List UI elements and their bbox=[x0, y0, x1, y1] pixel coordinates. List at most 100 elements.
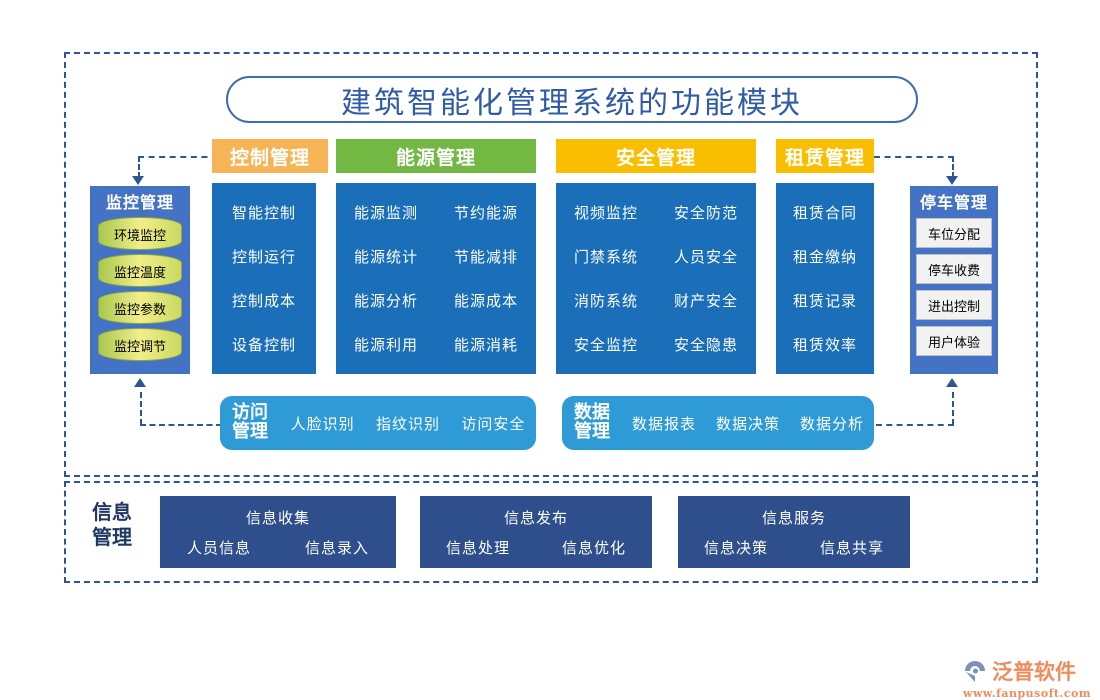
data-item[interactable]: 数据分析 bbox=[799, 414, 864, 433]
column-cell[interactable]: 能源监测 bbox=[353, 204, 418, 223]
column-cell[interactable]: 安全监控 bbox=[573, 335, 638, 354]
column-cell[interactable]: 消防系统 bbox=[573, 291, 638, 310]
info-box-head: 信息服务 bbox=[761, 508, 826, 527]
connector-data-to-parking-h bbox=[876, 424, 954, 426]
arrow-up-monitor bbox=[134, 378, 146, 387]
column-cell[interactable]: 租金缴纳 bbox=[792, 248, 857, 267]
access-management-items: 人脸识别 指纹识别 访问安全 bbox=[280, 413, 536, 434]
arrow-down-monitor bbox=[132, 176, 144, 185]
column-header-control[interactable]: 控制管理 bbox=[212, 139, 328, 173]
column-header-label: 租赁管理 bbox=[784, 146, 865, 169]
info-box-collection[interactable]: 信息收集 人员信息 信息录入 bbox=[160, 496, 396, 568]
column-row: 租赁效率 bbox=[776, 322, 874, 366]
column-row: 消防系统 财产安全 bbox=[556, 279, 756, 323]
connector-lease-to-parking-v bbox=[952, 156, 954, 178]
column-cell[interactable]: 智能控制 bbox=[231, 204, 296, 223]
column-row: 设备控制 bbox=[212, 322, 316, 366]
data-item[interactable]: 数据决策 bbox=[715, 414, 780, 433]
column-cell[interactable]: 视频监控 bbox=[573, 204, 638, 223]
cylinder-item[interactable]: 监控参数 bbox=[98, 291, 182, 324]
column-row: 租赁记录 bbox=[776, 279, 874, 323]
column-cell[interactable]: 控制成本 bbox=[231, 291, 296, 310]
column-header-lease[interactable]: 租赁管理 bbox=[776, 139, 874, 173]
info-sub-item[interactable]: 人员信息 bbox=[186, 538, 251, 557]
swoosh-icon bbox=[962, 658, 988, 684]
column-body-lease: 租赁合同 租金缴纳 租赁记录 租赁效率 bbox=[776, 183, 874, 374]
column-cell[interactable]: 控制运行 bbox=[231, 248, 296, 267]
column-cell[interactable]: 财产安全 bbox=[673, 291, 738, 310]
logo-row: 泛普软件 bbox=[962, 656, 1092, 686]
column-cell[interactable]: 租赁效率 bbox=[792, 335, 857, 354]
column-row: 租赁合同 bbox=[776, 191, 874, 235]
main-dashed-frame bbox=[64, 52, 1038, 477]
column-cell[interactable]: 安全隐患 bbox=[673, 335, 738, 354]
column-header-security[interactable]: 安全管理 bbox=[556, 139, 756, 173]
data-management-box[interactable]: 数据 管理 数据报表 数据决策 数据分析 bbox=[562, 396, 874, 450]
access-item[interactable]: 指纹识别 bbox=[375, 414, 440, 433]
info-sub-item[interactable]: 信息优化 bbox=[561, 538, 626, 557]
monitor-management-panel[interactable]: 监控管理 环境监控 监控温度 监控参数 监控调节 bbox=[90, 186, 190, 374]
page-title: 建筑智能化管理系统的功能模块 bbox=[341, 85, 803, 121]
logo-name: 泛普软件 bbox=[992, 659, 1076, 684]
info-sub-item[interactable]: 信息共享 bbox=[819, 538, 884, 557]
column-header-label: 安全管理 bbox=[615, 146, 696, 169]
column-body-security: 视频监控 安全防范 门禁系统 人员安全 消防系统 财产安全 安全监控 安全隐患 bbox=[556, 183, 756, 374]
column-cell[interactable]: 安全防范 bbox=[673, 204, 738, 223]
column-cell[interactable]: 租赁记录 bbox=[792, 291, 857, 310]
connector-lease-to-parking-h bbox=[874, 156, 954, 158]
column-cell[interactable]: 能源分析 bbox=[353, 291, 418, 310]
info-dashed-frame bbox=[64, 481, 1038, 583]
parking-management-panel[interactable]: 停车管理 车位分配 停车收费 进出控制 用户体验 bbox=[910, 186, 998, 374]
column-cell[interactable]: 节能减排 bbox=[453, 248, 518, 267]
column-cell[interactable]: 设备控制 bbox=[231, 335, 296, 354]
column-cell[interactable]: 人员安全 bbox=[673, 248, 738, 267]
column-cell[interactable]: 门禁系统 bbox=[573, 248, 638, 267]
column-cell[interactable]: 能源消耗 bbox=[453, 335, 518, 354]
parking-item[interactable]: 进出控制 bbox=[916, 290, 992, 320]
access-item[interactable]: 人脸识别 bbox=[290, 414, 355, 433]
column-cell[interactable]: 能源成本 bbox=[453, 291, 518, 310]
column-row: 租金缴纳 bbox=[776, 235, 874, 279]
info-sub-item[interactable]: 信息决策 bbox=[703, 538, 768, 557]
logo-url: www.fanpusoft.com bbox=[962, 687, 1092, 700]
cylinder-item[interactable]: 监控调节 bbox=[98, 328, 182, 361]
parking-item[interactable]: 车位分配 bbox=[916, 218, 992, 248]
arrow-down-parking bbox=[946, 176, 958, 185]
info-box-subs: 信息处理 信息优化 bbox=[420, 537, 652, 558]
parking-item[interactable]: 停车收费 bbox=[916, 254, 992, 284]
column-row: 能源分析 能源成本 bbox=[336, 279, 536, 323]
column-row: 视频监控 安全防范 bbox=[556, 191, 756, 235]
info-sub-item[interactable]: 信息处理 bbox=[445, 538, 510, 557]
connector-data-to-parking-v bbox=[952, 392, 954, 425]
column-row: 能源统计 节能减排 bbox=[336, 235, 536, 279]
column-row: 控制运行 bbox=[212, 235, 316, 279]
parking-item[interactable]: 用户体验 bbox=[916, 326, 992, 356]
connector-control-to-monitor-h bbox=[138, 156, 218, 158]
column-cell[interactable]: 节约能源 bbox=[453, 204, 518, 223]
column-row: 能源监测 节约能源 bbox=[336, 191, 536, 235]
arrow-up-parking bbox=[946, 378, 958, 387]
data-management-items: 数据报表 数据决策 数据分析 bbox=[622, 413, 874, 434]
access-item[interactable]: 访问安全 bbox=[461, 414, 526, 433]
connector-control-to-monitor-v bbox=[138, 156, 140, 178]
column-body-control: 智能控制 控制运行 控制成本 设备控制 bbox=[212, 183, 316, 374]
column-row: 门禁系统 人员安全 bbox=[556, 235, 756, 279]
column-header-energy[interactable]: 能源管理 bbox=[336, 139, 536, 173]
access-management-box[interactable]: 访问 管理 人脸识别 指纹识别 访问安全 bbox=[220, 396, 536, 450]
column-cell[interactable]: 能源利用 bbox=[353, 335, 418, 354]
column-cell[interactable]: 能源统计 bbox=[353, 248, 418, 267]
info-box-service[interactable]: 信息服务 信息决策 信息共享 bbox=[678, 496, 910, 568]
cylinder-item[interactable]: 监控温度 bbox=[98, 254, 182, 287]
column-row: 控制成本 bbox=[212, 279, 316, 323]
monitor-panel-title: 监控管理 bbox=[105, 193, 174, 212]
data-item[interactable]: 数据报表 bbox=[631, 414, 696, 433]
cylinder-item[interactable]: 环境监控 bbox=[98, 217, 182, 250]
connector-access-to-monitor-v bbox=[140, 392, 142, 425]
column-header-label: 能源管理 bbox=[395, 146, 476, 169]
info-sub-item[interactable]: 信息录入 bbox=[304, 538, 369, 557]
info-box-publish[interactable]: 信息发布 信息处理 信息优化 bbox=[420, 496, 652, 568]
column-row: 智能控制 bbox=[212, 191, 316, 235]
column-cell[interactable]: 租赁合同 bbox=[792, 204, 857, 223]
column-body-energy: 能源监测 节约能源 能源统计 节能减排 能源分析 能源成本 能源利用 能源消耗 bbox=[336, 183, 536, 374]
